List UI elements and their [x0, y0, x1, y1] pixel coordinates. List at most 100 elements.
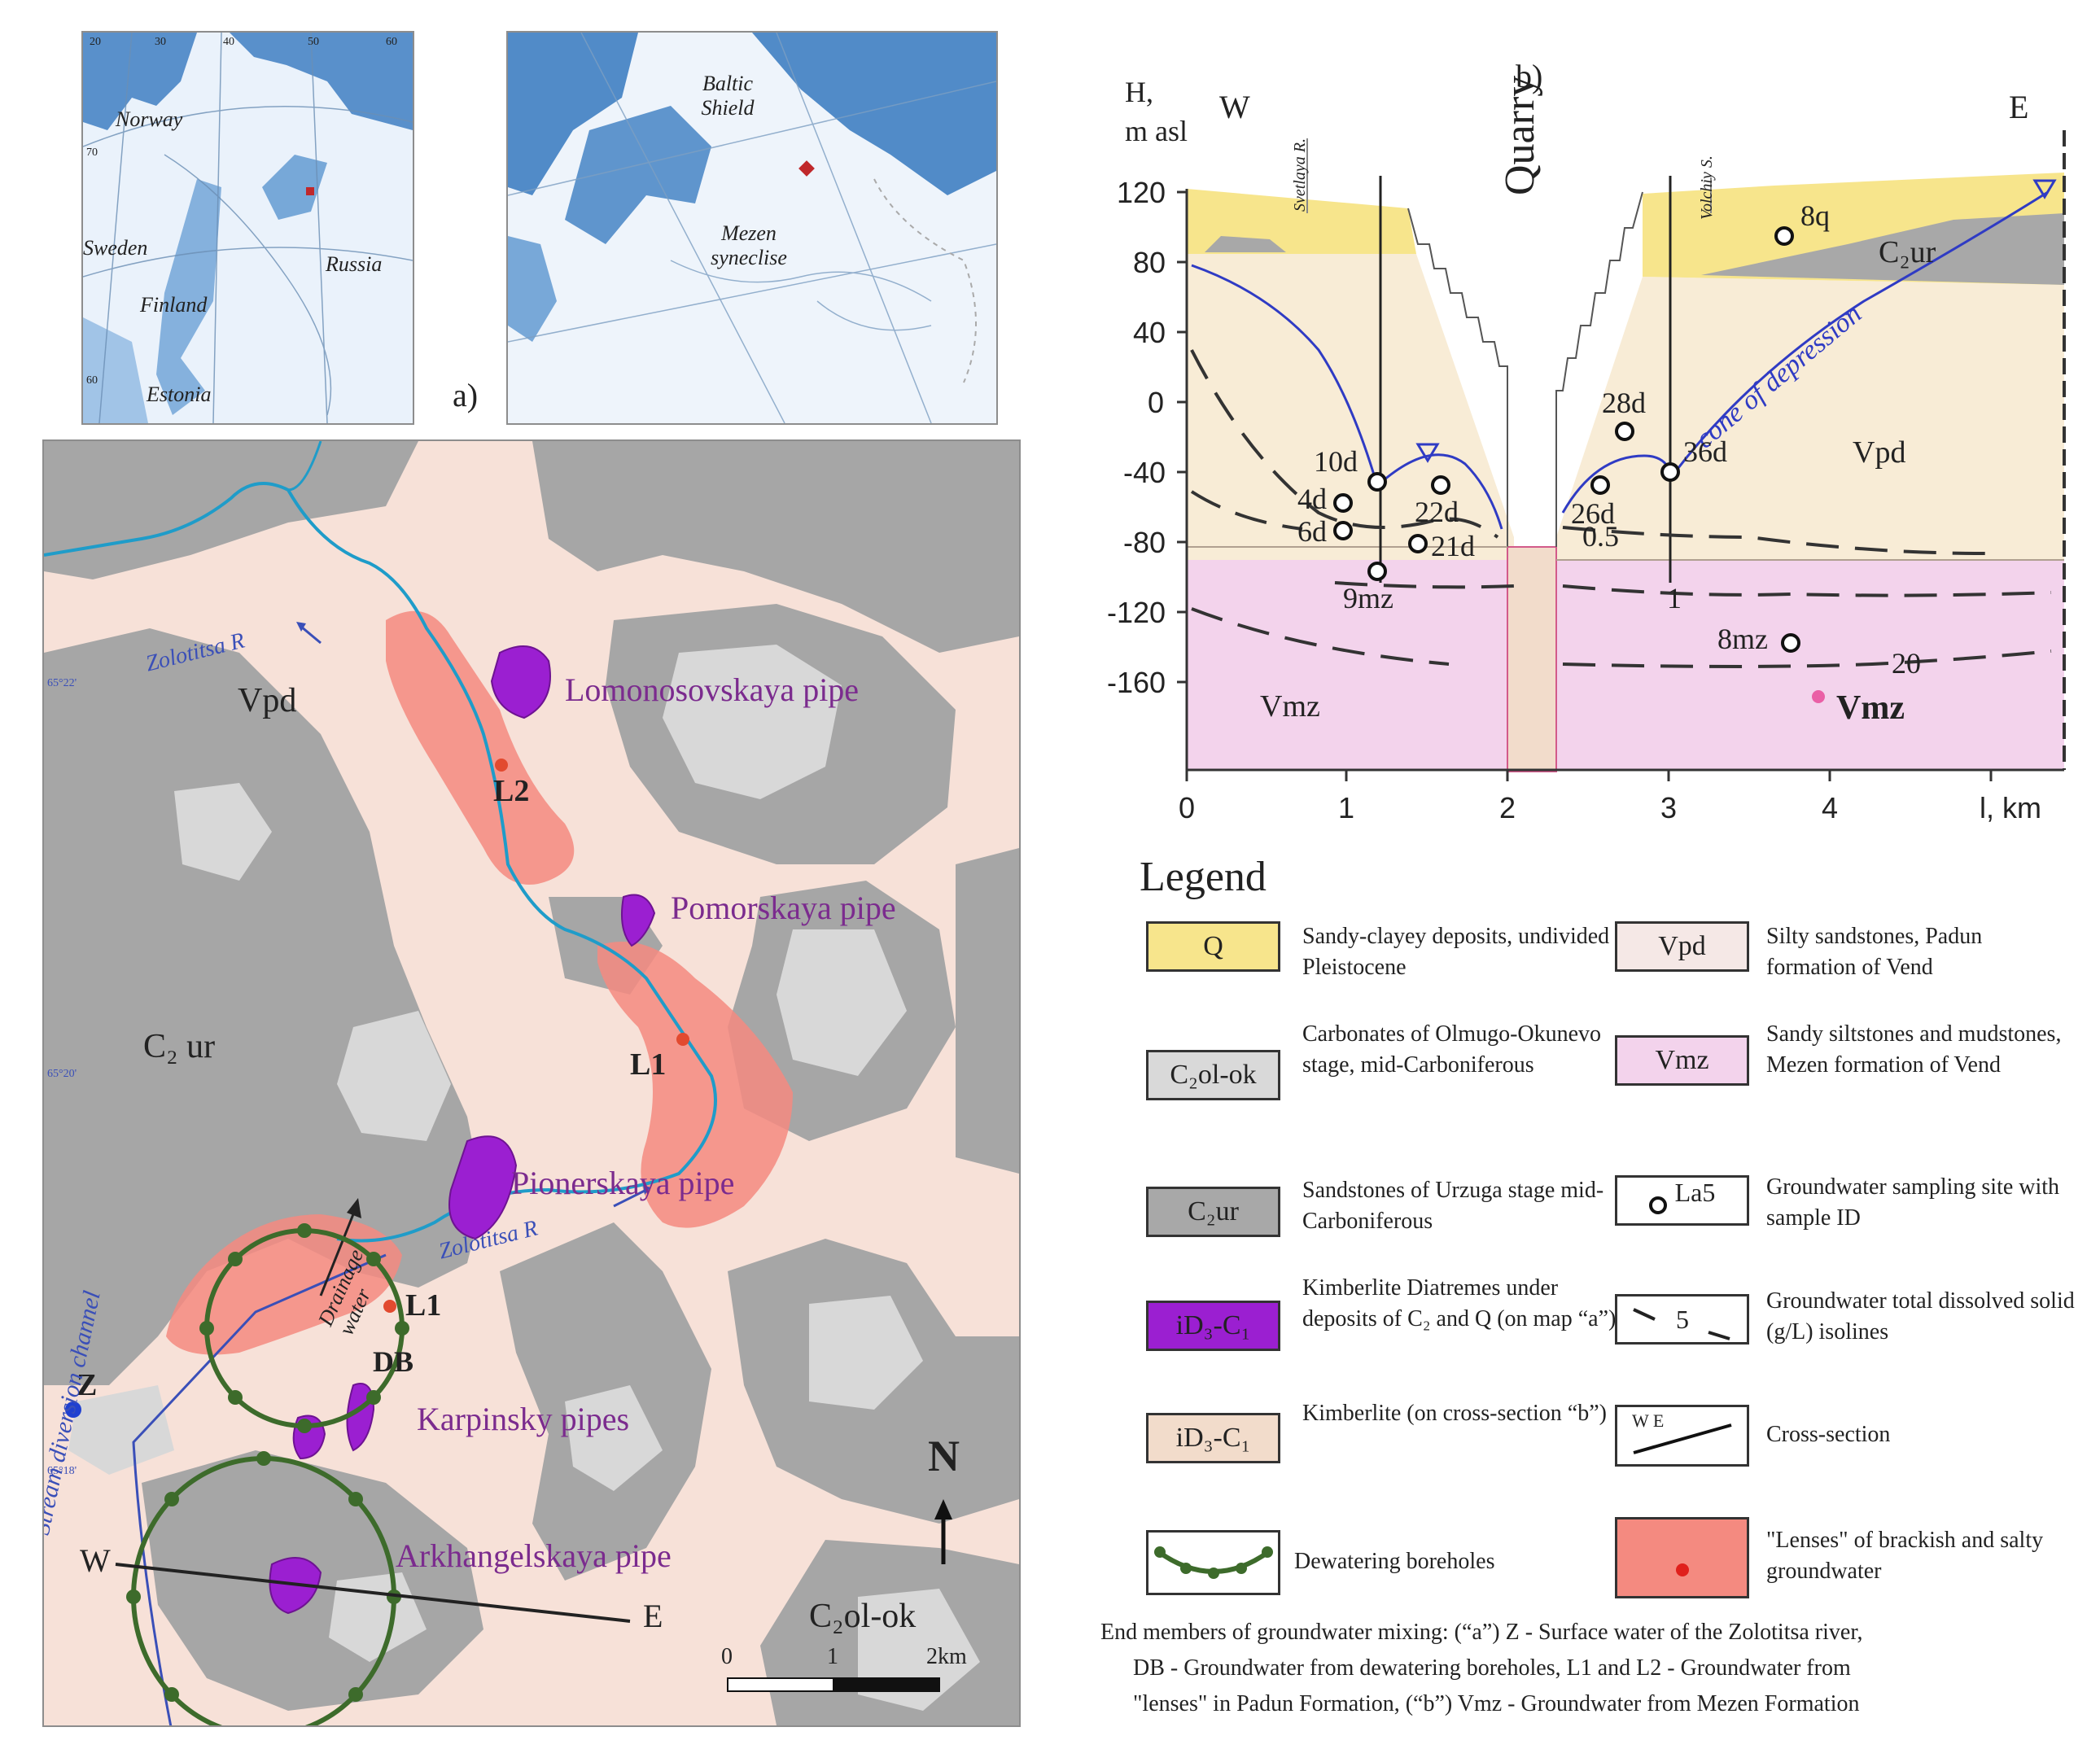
inset1-russia: Russia — [326, 252, 383, 276]
legend-text-sampling: Groundwater sampling site with sample ID — [1766, 1174, 2060, 1231]
well-8mz: 8mz — [1717, 623, 1768, 655]
quarry-label: Quarry — [1497, 75, 1543, 195]
inset-map-europe: 20 30 40 50 60 70 60 Norway Sweden Finla… — [81, 31, 414, 425]
point-label-l2: L2 — [493, 774, 530, 808]
well-28d: 28d — [1602, 387, 1646, 419]
point-label-z: Z — [77, 1368, 98, 1402]
legend-swatch-c2ol-ok: C₂ol-ok — [1146, 1050, 1280, 1100]
y-tick-40: 40 — [1133, 316, 1166, 349]
legend-text-lenses: "Lenses" of brackish and salty groundwat… — [1766, 1528, 2044, 1584]
legend-swatch-vpd: Vpd — [1615, 921, 1749, 972]
legend-swatch-kimberlite-map: iD₃-C₁ — [1146, 1301, 1280, 1351]
legend-isoline-graphic — [1633, 1308, 1730, 1340]
legend-text-dewatering: Dewatering boreholes — [1294, 1549, 1495, 1574]
legend-text-vmz: Sandy siltstones and mudstones, Mezen fo… — [1766, 1021, 2062, 1078]
legend-text-q: Sandy-clayey deposits, undivided Pleisto… — [1302, 924, 1610, 980]
inset2-baltic-shield: Baltic Shield — [701, 72, 755, 120]
section-west: W — [1219, 89, 1250, 125]
main-map: Vpd C₂ ur C₂ol-ok Lomonosovskaya pipe Po… — [42, 439, 1021, 1727]
inset-map-region: Baltic Shield Mezen syneclise — [506, 31, 998, 425]
river-volchiy: Volchiy S. — [1698, 155, 1716, 220]
section-end-w: W — [80, 1542, 111, 1579]
legend-cross-section-we: W E — [1632, 1410, 1665, 1431]
map-unit-c2ol-ok: C₂ol-ok — [809, 1598, 917, 1635]
pipe-lomonosovskaya-shape — [490, 645, 551, 719]
legend-sampling-id: La5 — [1674, 1177, 1716, 1207]
vmz-layer — [1187, 560, 2064, 770]
y-tick-minus160: -160 — [1107, 666, 1166, 699]
main-map-graphic — [44, 441, 1019, 1725]
inset-region-graphic — [508, 33, 996, 423]
legend-text-kimberlite-section: Kimberlite (on cross-section “b”) — [1302, 1401, 1607, 1426]
legend-swatch-c2ur: C₂ur — [1146, 1187, 1280, 1237]
point-label-l1-upper: L1 — [630, 1047, 667, 1082]
x-tick-4: 4 — [1822, 791, 1839, 824]
well-22d: 22d — [1415, 496, 1459, 528]
section-unit-vmz-left: Vmz — [1260, 689, 1320, 724]
inset1-tick-40: 40 — [223, 36, 234, 48]
legend-dewatering-graphic — [1154, 1546, 1273, 1579]
legend-footnote-line-3: "lenses" in Padun Formation, (“b”) Vmz -… — [1133, 1691, 1860, 1716]
y-tick-120: 120 — [1117, 176, 1166, 209]
y-tick-minus120: -120 — [1107, 596, 1166, 629]
x-tick-3: 3 — [1660, 791, 1678, 824]
legend-cross-section-graphic — [1633, 1423, 1732, 1454]
isoline-20: 20 — [1892, 647, 1921, 680]
y-tick-80: 80 — [1133, 246, 1166, 279]
legend-lenses-dot-icon — [1675, 1563, 1689, 1576]
legend-text-c2ol-ok: Carbonates of Olmugo-Okunevo stage, mid-… — [1302, 1021, 1602, 1078]
map-unit-c2ur: C₂ ur — [143, 1028, 216, 1065]
section-end-e: E — [643, 1598, 663, 1634]
inset1-tick-50: 50 — [308, 36, 319, 48]
inset1-estonia: Estonia — [147, 383, 212, 406]
legend-text-isoline: Groundwater total dissolved solid (g/L) … — [1766, 1288, 2075, 1345]
legend-sampling-circle-icon — [1648, 1196, 1667, 1214]
well-6d: 6d — [1297, 515, 1327, 548]
section-unit-vmz-right: Vmz — [1836, 689, 1905, 727]
north-label: N — [928, 1432, 960, 1480]
pipe-label-arkhangelskaya: Arkhangelskaya pipe — [396, 1537, 672, 1574]
scale-tick-1: 1 — [827, 1644, 838, 1669]
legend-swatch-dewatering — [1146, 1530, 1280, 1595]
legend-swatch-vmz: Vmz — [1615, 1035, 1749, 1086]
isoline-1: 1 — [1667, 582, 1682, 614]
inset2-mezen-syneclise: Mezen syneclise — [711, 221, 787, 269]
x-tick-1: 1 — [1338, 791, 1355, 824]
legend-title: Legend — [1140, 854, 1267, 900]
pipe-label-pionerskaya: Pionerskaya pipe — [511, 1165, 735, 1201]
y-tick-minus80: -80 — [1123, 526, 1166, 559]
section-east: E — [2009, 89, 2029, 125]
legend-swatch-sampling: La5 — [1615, 1175, 1749, 1226]
well-9mz: 9mz — [1343, 582, 1393, 614]
panel-b-label: b) — [1516, 58, 1543, 94]
inset-europe-graphic — [83, 33, 413, 423]
x-axis-label: l, km — [1980, 791, 2041, 824]
inset1-tick-20: 20 — [90, 36, 101, 48]
well-4d: 4d — [1297, 483, 1327, 515]
panel-a-label: a) — [453, 377, 479, 413]
legend-text-kimberlite-map: Kimberlite Diatremes under deposits of C… — [1302, 1275, 1617, 1331]
lat-label-2: 65°20' — [47, 1068, 77, 1080]
legend-swatch-kimberlite-section: iD₃-C₁ — [1146, 1413, 1280, 1463]
lat-label-3: 65°18' — [47, 1465, 77, 1477]
scale-tick-2: 2km — [926, 1644, 967, 1669]
legend-swatch-q: Q — [1146, 921, 1280, 972]
pipe-label-pomorskaya: Pomorskaya pipe — [671, 890, 896, 926]
map-unit-vpd: Vpd — [238, 682, 297, 719]
well-26d: 26d — [1571, 497, 1615, 530]
y-tick-minus40: -40 — [1123, 456, 1166, 489]
well-36d: 36d — [1683, 435, 1727, 468]
point-label-db: DB — [373, 1345, 414, 1378]
legend-swatch-isoline: 5 — [1615, 1294, 1749, 1345]
inset1-finland: Finland — [140, 293, 208, 317]
inset1-sweden: Sweden — [83, 236, 148, 260]
section-ylabel-h: H, — [1125, 76, 1153, 108]
inset1-tick-60: 60 — [386, 36, 397, 48]
legend-footnote-line-1: End members of groundwater mixing: (“a”)… — [1100, 1620, 1863, 1645]
point-label-l1-lower: L1 — [405, 1288, 442, 1323]
legend-text-c2ur: Sandstones of Urzuga stage mid-Carbonife… — [1302, 1178, 1604, 1234]
well-10d: 10d — [1314, 445, 1358, 478]
pipe-label-karpinsky: Karpinsky pipes — [417, 1401, 630, 1437]
inset1-lat-60: 60 — [86, 374, 98, 387]
lat-label-1: 65°22' — [47, 677, 77, 689]
